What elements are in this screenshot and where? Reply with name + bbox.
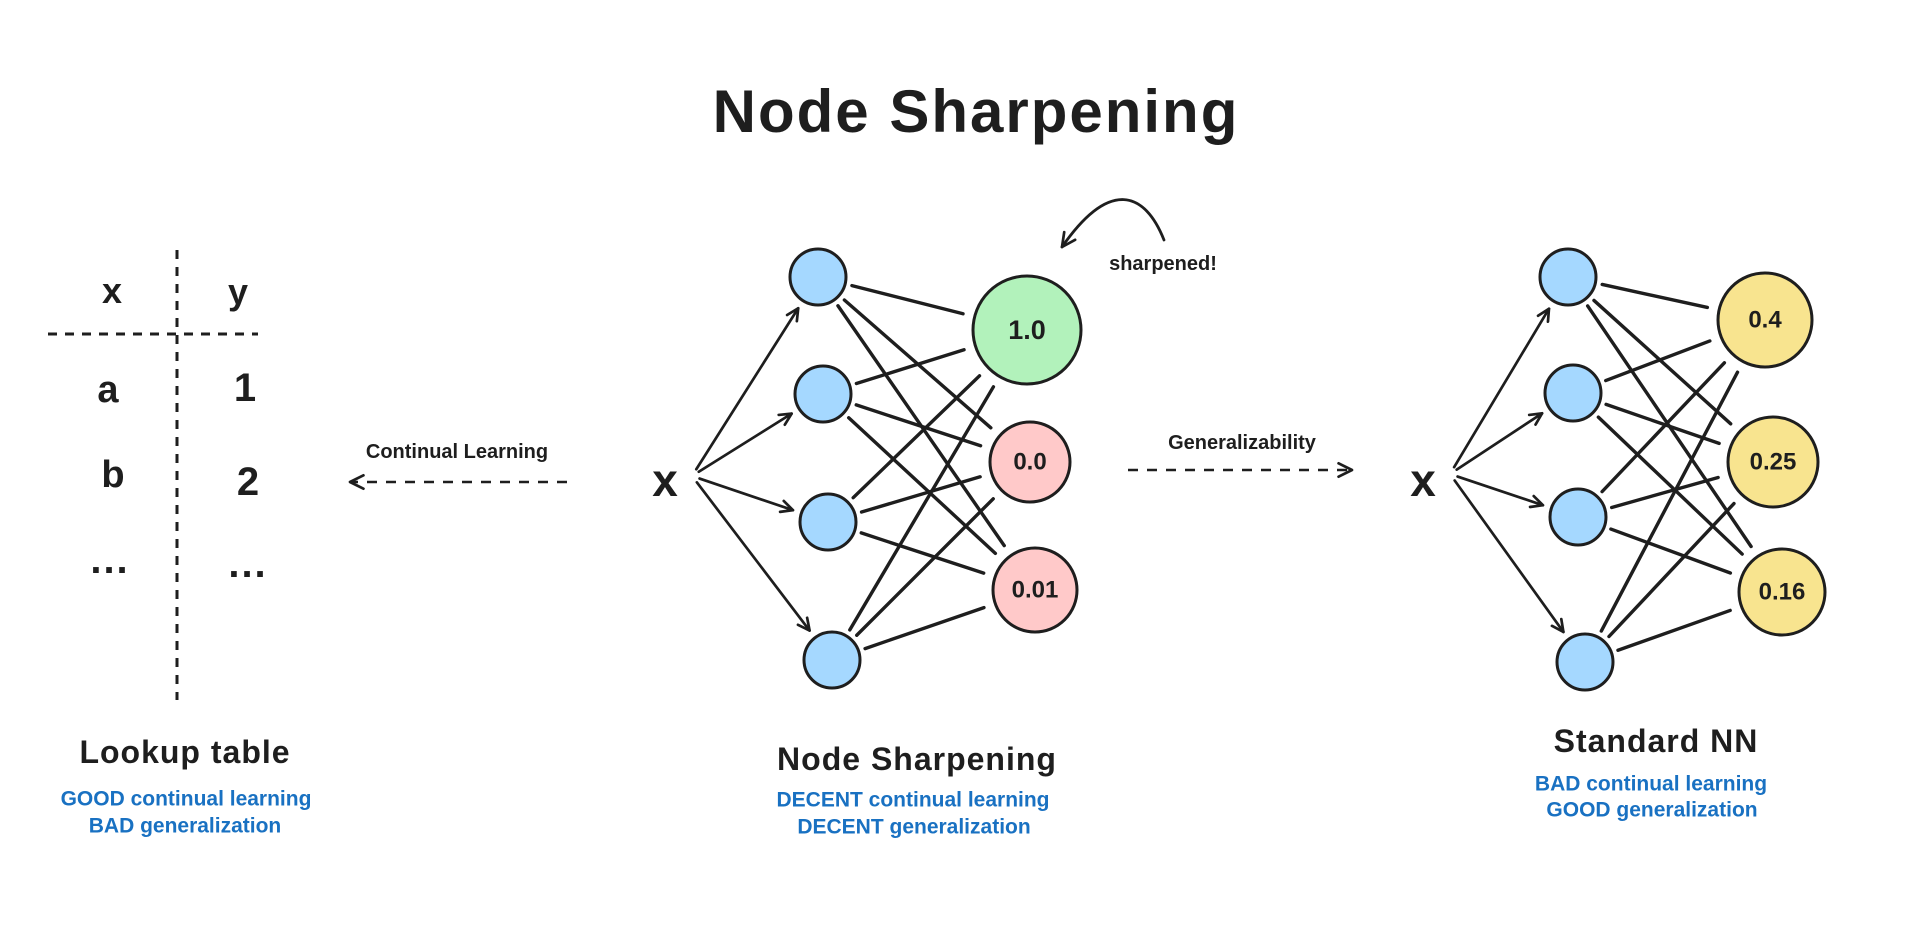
sharpening-network-note-1: DECENT continual learning [776, 788, 1050, 812]
standard-nn-note-1: BAD continual learning [1534, 772, 1768, 796]
edge-line [859, 475, 982, 514]
sharpened-annotation: sharpened! [1109, 253, 1217, 275]
edge-line [846, 416, 998, 556]
input-arrow [694, 306, 800, 471]
edge-line [848, 385, 996, 632]
input-x-label: x [652, 454, 678, 506]
edge-line [851, 374, 982, 500]
edge-line [850, 283, 965, 316]
output-node-yellow [1726, 415, 1820, 509]
output-node-pink [988, 420, 1072, 504]
arrowhead [348, 473, 365, 491]
edge-line [1592, 298, 1733, 426]
arrowhead [777, 412, 793, 427]
table-cell-ellipsis: ... [90, 538, 130, 582]
edge-line [854, 348, 966, 386]
page-title: Node Sharpening [712, 78, 1240, 145]
arrowhead [1528, 494, 1545, 509]
edge-line [859, 531, 986, 575]
edge-line [1609, 527, 1733, 575]
lookup-table-caption: Lookup table [79, 734, 291, 770]
arrowhead [796, 616, 811, 632]
hidden-node [1548, 487, 1608, 547]
output-node-yellow [1716, 271, 1814, 369]
hidden-node [798, 492, 858, 552]
output-value: 0.25 [1750, 449, 1797, 476]
arrowhead [778, 499, 795, 514]
edge-line [863, 605, 986, 651]
hidden-node [788, 247, 848, 307]
arrowhead [1536, 307, 1551, 324]
edge-line [1607, 501, 1736, 639]
table-cell: a [97, 369, 119, 411]
table-cell-ellipsis: ... [228, 542, 268, 586]
input-x-label: x [1410, 454, 1436, 506]
sharpened-pointer-arrow [1060, 198, 1166, 249]
table-header-y: y [227, 271, 249, 312]
output-node-green [971, 274, 1083, 386]
table-cell: 2 [236, 460, 260, 504]
output-value: 0.0 [1013, 449, 1046, 476]
edge-line [1599, 370, 1740, 633]
arrowheads-layer [348, 230, 1354, 491]
arrowhead [1337, 461, 1354, 479]
input-arrow [1452, 307, 1551, 469]
edge-line [1596, 415, 1744, 556]
edge-line [1604, 402, 1721, 446]
input-arrow [1453, 479, 1565, 634]
output-node-pink [991, 546, 1079, 634]
arrowhead [785, 306, 800, 323]
input-arrow [697, 412, 793, 474]
output-value: 0.16 [1759, 579, 1806, 606]
lookup-table-note-2: BAD generalization [88, 814, 282, 838]
arrowhead [1527, 412, 1544, 426]
table-cell: 1 [233, 366, 257, 410]
table-header-x: x [101, 270, 123, 311]
edge-line [1600, 361, 1727, 494]
hidden-node [1555, 632, 1615, 692]
input-arrow [695, 481, 811, 632]
edge-line [855, 497, 995, 637]
sharpening-network-caption: Node Sharpening [777, 741, 1057, 777]
output-node-yellow [1737, 547, 1827, 637]
standard-nn-network: 0.4 0.25 0.16 x [1410, 247, 1827, 692]
edge-line [1600, 282, 1710, 310]
input-arrow [1455, 411, 1544, 471]
hidden-node [1538, 247, 1598, 307]
sharpening-network-note-2: DECENT generalization [797, 815, 1031, 839]
continual-learning-arrow-label: Continual Learning [365, 441, 549, 463]
output-value: 0.4 [1748, 307, 1782, 334]
edge-line [854, 403, 983, 448]
arrowhead [1060, 230, 1077, 249]
generalizability-arrow-label: Generalizability [1168, 432, 1316, 454]
output-value: 1.0 [1008, 315, 1046, 345]
hidden-node [793, 364, 853, 424]
edge-line [1604, 339, 1712, 383]
hidden-node [802, 630, 862, 690]
hidden-node [1543, 363, 1603, 423]
input-arrow [698, 477, 795, 512]
arrowhead [1550, 617, 1565, 634]
edge-line [1616, 608, 1732, 652]
table-cell: b [101, 454, 125, 496]
standard-nn-caption: Standard NN [1553, 723, 1759, 759]
node-sharpening-network: 1.0 0.0 0.01 x [652, 247, 1083, 690]
lookup-table-note-1: GOOD continual learning [60, 787, 312, 811]
standard-nn-note-2: GOOD generalization [1546, 798, 1758, 822]
input-arrow [1456, 475, 1545, 507]
edge-line [1609, 475, 1720, 510]
output-value: 0.01 [1012, 577, 1059, 604]
